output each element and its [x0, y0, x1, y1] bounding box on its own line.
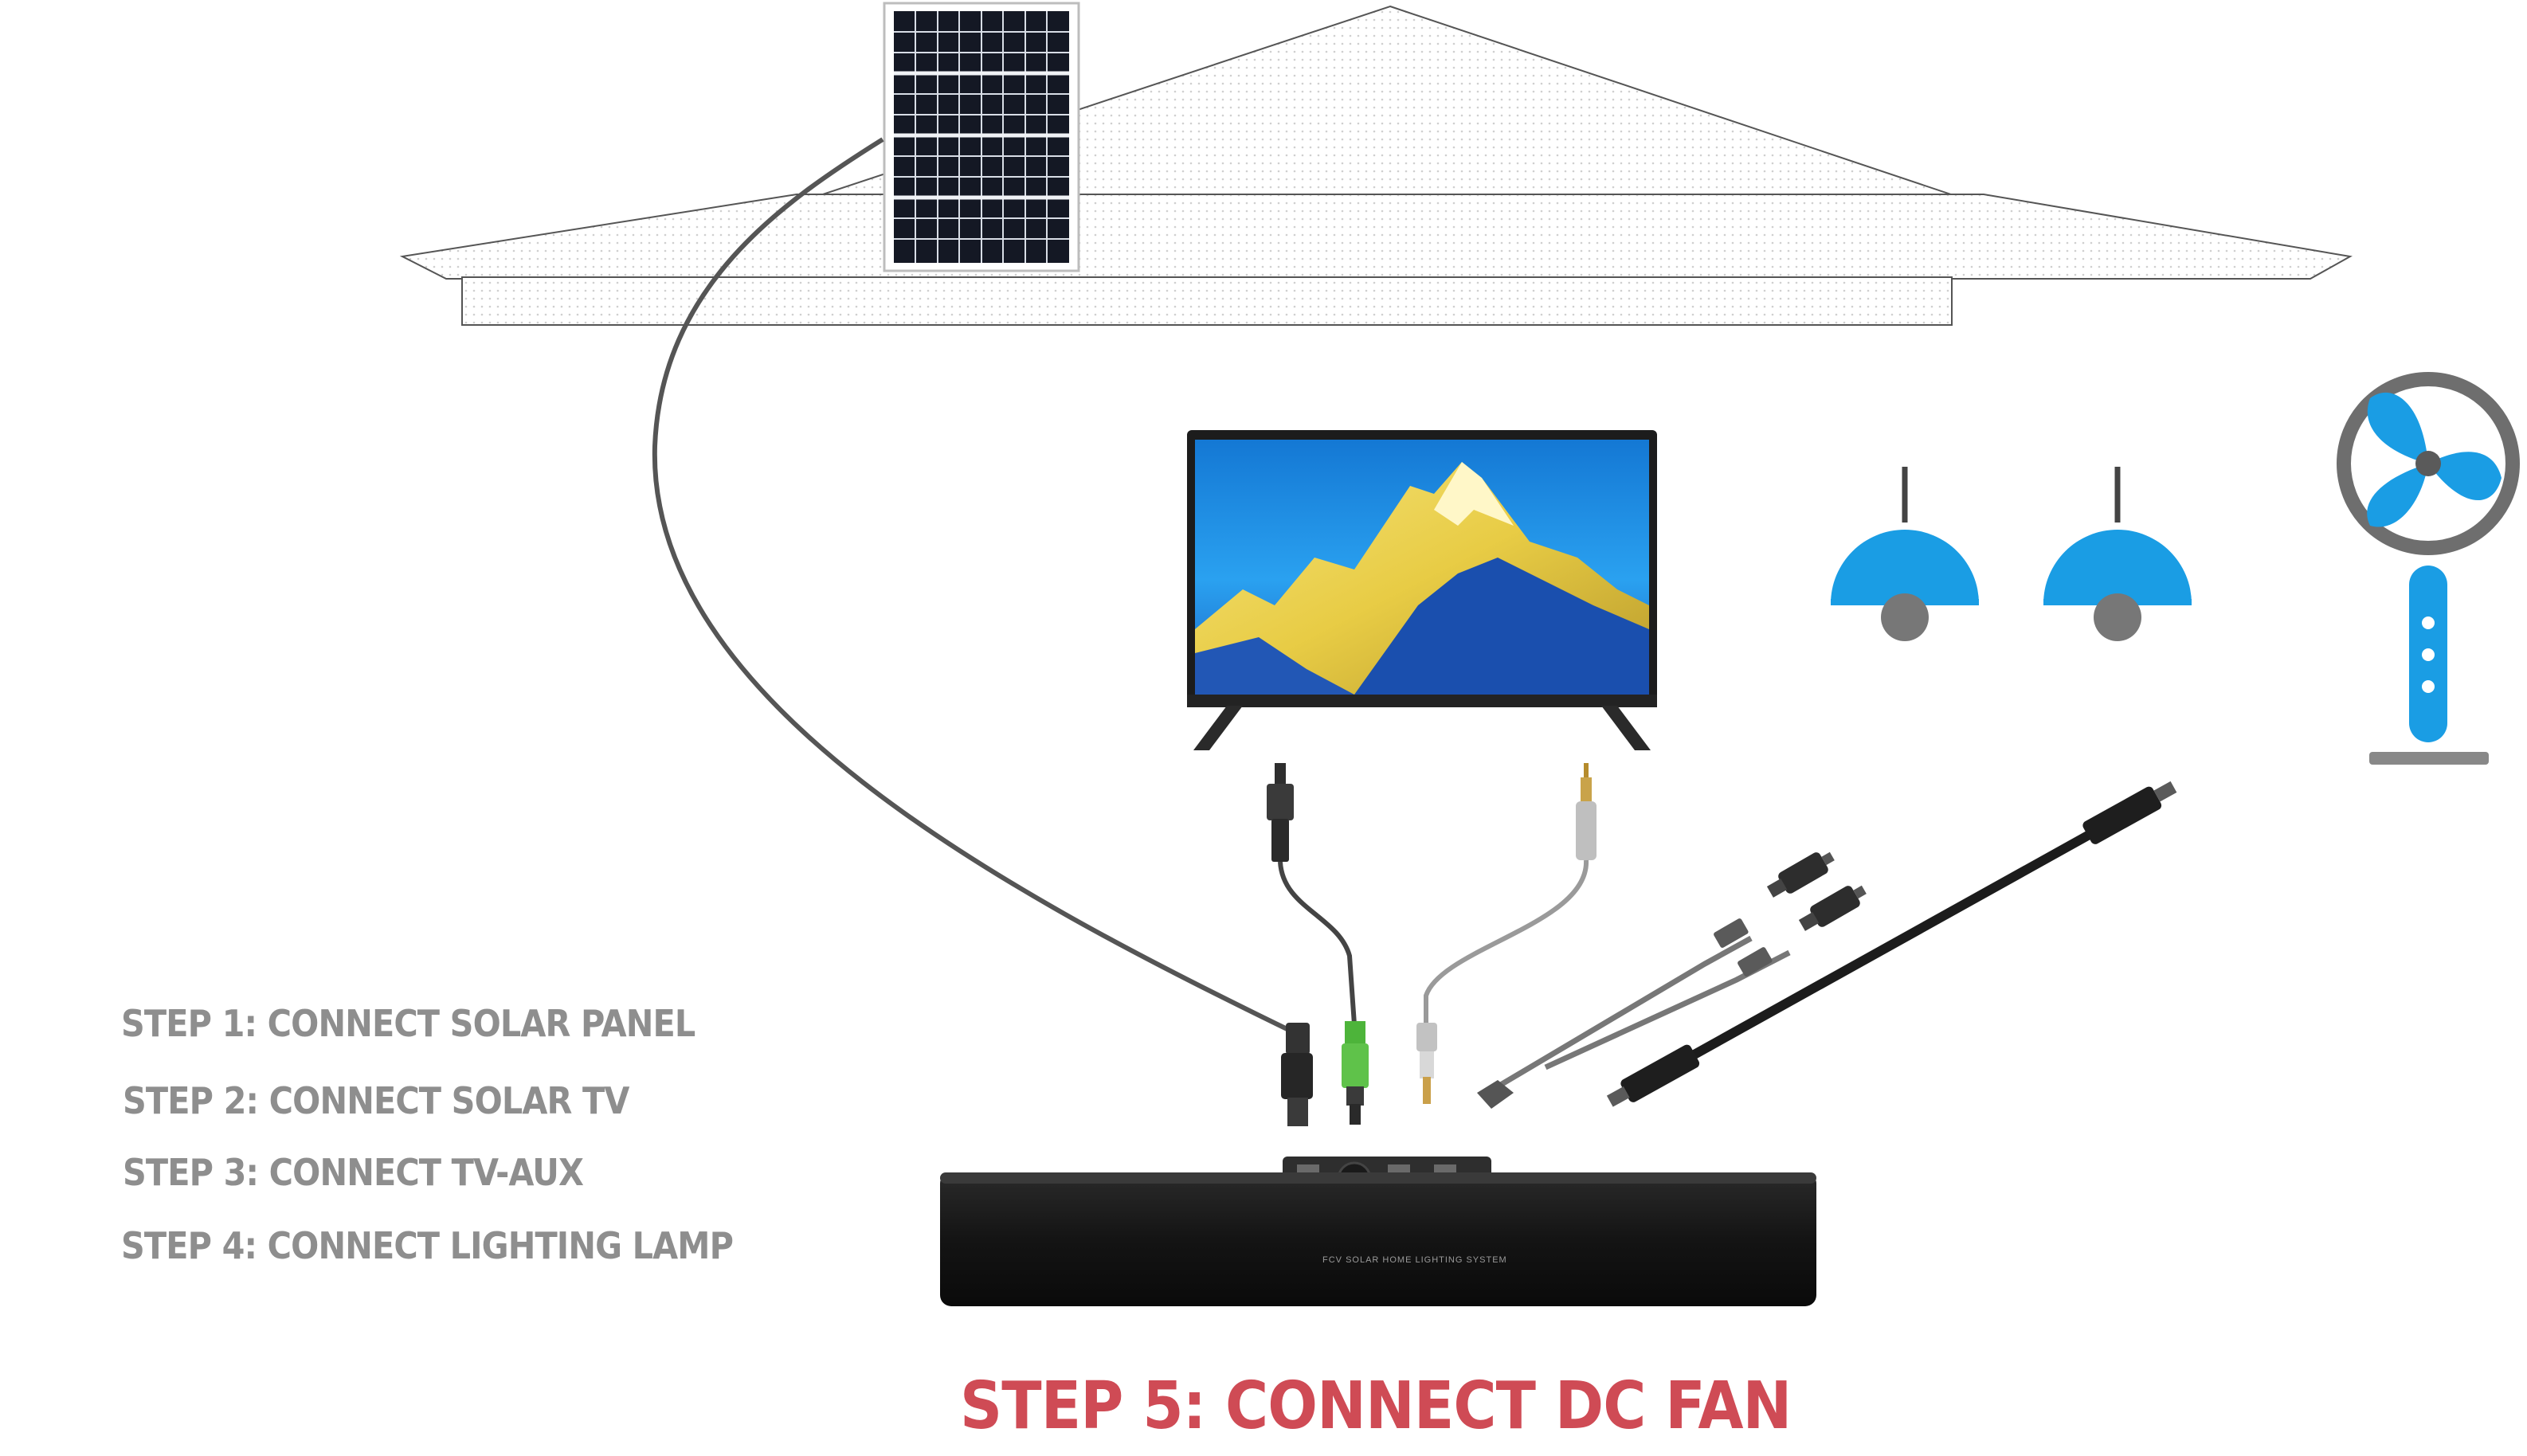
speaker-bar-icon: [940, 1157, 1816, 1306]
lamp-icon: [2043, 467, 2192, 641]
solar-panel-icon: [883, 2, 1080, 272]
fan-icon: [2337, 372, 2520, 765]
tv-icon: [1187, 430, 1657, 750]
brand-subtitle: SOLAR HOME LIGHTING SYSTEM: [1346, 1255, 1507, 1265]
solar-cable: [652, 137, 1299, 1036]
step-1-label: STEP 1: CONNECT SOLAR PANEL: [121, 1002, 695, 1045]
active-step-label: STEP 5: CONNECT DC FAN: [960, 1368, 1792, 1444]
aux-plug-icon: [1416, 763, 1597, 1104]
y-splitter-cable-icon: [1477, 851, 1867, 1109]
brand-name: FCV: [1322, 1255, 1342, 1265]
step-4-label: STEP 4: CONNECT LIGHTING LAMP: [121, 1224, 734, 1267]
dc-plug-icon: [1281, 1023, 1313, 1126]
step-2-label: STEP 2: CONNECT SOLAR TV: [123, 1079, 629, 1122]
lamp-icon: [1831, 467, 1979, 641]
usb-cable-icon: [1606, 781, 2177, 1107]
speaker-brand-label: FCV SOLAR HOME LIGHTING SYSTEM: [1322, 1255, 1507, 1265]
dc-plug-icon: [1267, 763, 1369, 1125]
house-icon: [399, 5, 2353, 326]
step-3-label: STEP 3: CONNECT TV-AUX: [123, 1151, 584, 1194]
